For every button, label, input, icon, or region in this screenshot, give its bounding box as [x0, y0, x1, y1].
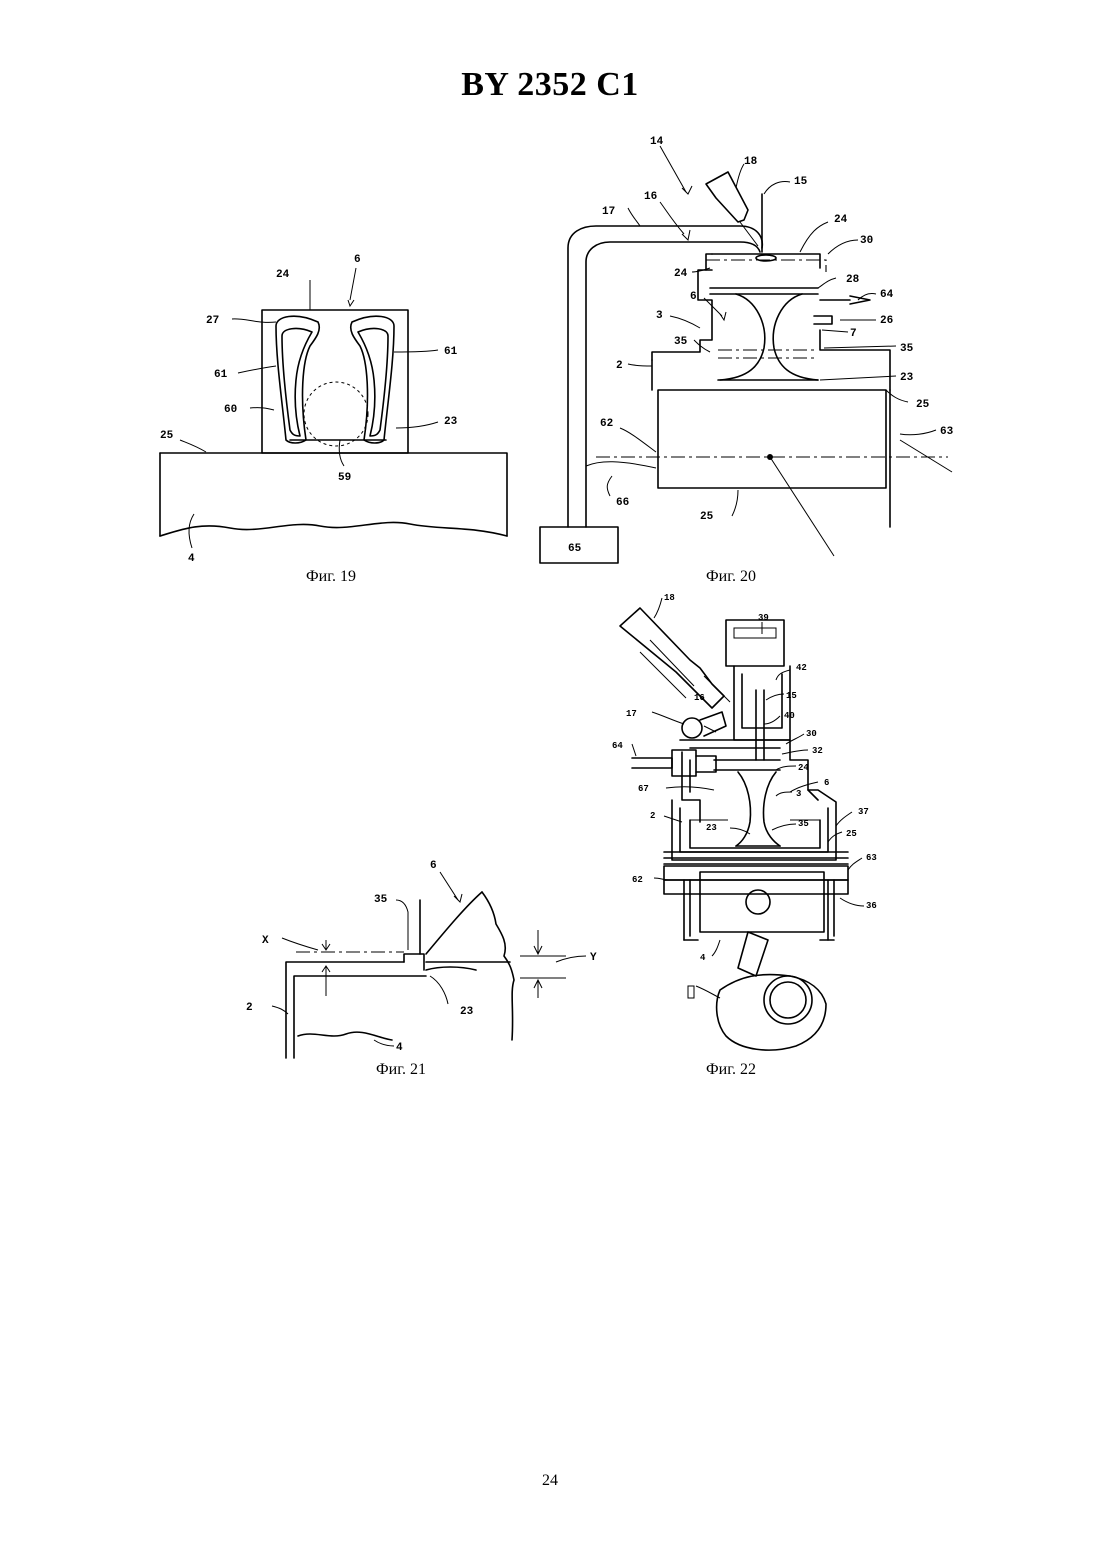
fig22-label: 3 [796, 789, 801, 799]
fig22-label: 39 [758, 613, 769, 623]
fig22-label: 35 [798, 819, 809, 829]
fig22-label: 2 [650, 811, 655, 821]
fig22-label: 17 [626, 709, 637, 719]
fig22-label: 24 [798, 763, 809, 773]
fig22-label: 67 [638, 784, 649, 794]
page-number: 24 [0, 1472, 1100, 1490]
fig22-label: 37 [858, 807, 869, 817]
fig22-label: 15 [786, 691, 797, 701]
fig22-label: 62 [632, 875, 643, 885]
figure-22-caption: Фиг. 22 [706, 1061, 756, 1079]
fig22-label: 4 [700, 953, 706, 963]
fig22-label: 16 [694, 693, 705, 703]
fig22-label: 18 [664, 593, 675, 603]
fig22-label: 30 [806, 729, 817, 739]
fig22-label: 36 [866, 901, 877, 911]
fig22-label: 64 [612, 741, 623, 751]
fig22-label: 32 [812, 746, 823, 756]
fig22-label: 6 [824, 778, 829, 788]
fig22-label: 63 [866, 853, 877, 863]
fig22-label: 23 [706, 823, 717, 833]
fig22-label: 42 [796, 663, 807, 673]
fig22-label: 40 [784, 711, 795, 721]
fig22-label: 25 [846, 829, 857, 839]
